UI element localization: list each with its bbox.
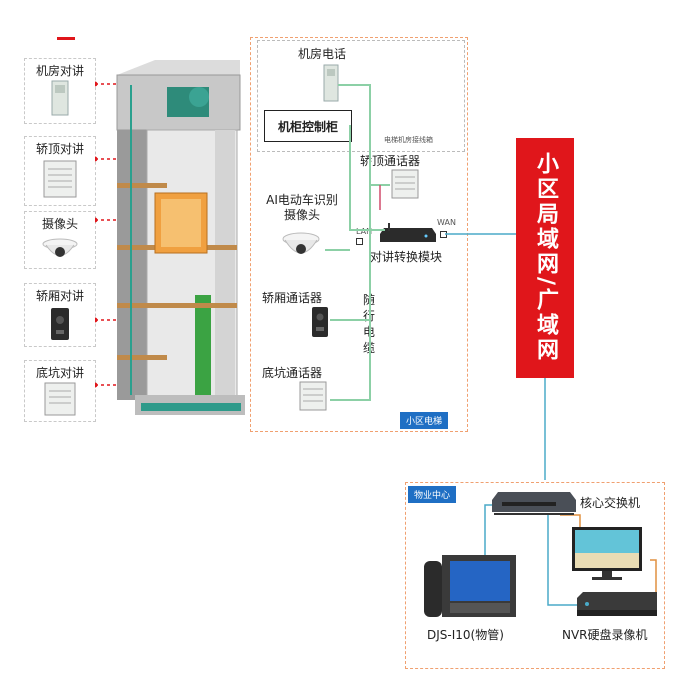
- ai-camera-icon: [282, 232, 320, 254]
- car-top-intercom-box: 轿顶对讲: [24, 136, 96, 206]
- dome-camera-icon: [42, 238, 78, 257]
- camera-label: 摄像头: [41, 217, 78, 231]
- red-mark: [57, 37, 75, 40]
- pit-intercom-box: 底坑对讲: [24, 360, 96, 422]
- community-lan-wan-label: 小区局域网/广域网: [533, 152, 558, 364]
- car-top-device-label: 轿顶通话器: [360, 154, 421, 168]
- car-top-intercom-label: 轿顶对讲: [35, 142, 84, 156]
- elevator-shaft-illustration: [95, 60, 245, 415]
- lan-port: [356, 238, 363, 245]
- converter-module-icon: [380, 223, 436, 242]
- camera-box: 摄像头: [24, 211, 96, 269]
- converter-module-label: 对讲转换模块: [370, 250, 443, 264]
- lan-label: LAN: [356, 227, 373, 236]
- ai-camera-label: AI电动车识别摄像头: [266, 193, 338, 222]
- pit-device-label: 底坑通话器: [262, 366, 323, 380]
- wan-label: WAN: [437, 218, 456, 227]
- car-intercom-box: 轿厢对讲: [24, 283, 96, 347]
- pit-intercom-label: 底坑对讲: [35, 366, 84, 380]
- intercom-unit-icon: [44, 382, 76, 416]
- machine-room-wiring-area: [257, 40, 465, 152]
- community-elevator-tag: 小区电梯: [400, 412, 449, 429]
- core-switch-icon: [492, 492, 576, 515]
- monitor-icon: [572, 527, 642, 580]
- intercom-unit-icon: [43, 160, 77, 198]
- car-device-icon: [312, 307, 328, 337]
- car-intercom-icon: [51, 308, 69, 340]
- djs-terminal-icon: [424, 555, 516, 617]
- core-switch-label: 核心交换机: [580, 496, 641, 510]
- djs-label: DJS-I10(物管): [427, 628, 504, 642]
- machine-room-phone-icon: [323, 64, 339, 102]
- pit-device-icon: [299, 381, 327, 411]
- car-top-device-icon: [391, 169, 419, 199]
- machine-room-phone-label: 机房电话: [298, 47, 347, 61]
- car-device-label: 轿厢通话器: [262, 291, 323, 305]
- nvr-label: NVR硬盘录像机: [562, 628, 648, 642]
- car-intercom-label: 轿厢对讲: [35, 289, 84, 303]
- nvr-icon: [577, 592, 657, 616]
- property-center-tag: 物业中心: [408, 486, 457, 503]
- cabinet-controller: 机柜控制柜: [264, 110, 352, 142]
- intercom-panel-icon: [51, 80, 69, 116]
- machine-room-intercom-label: 机房对讲: [35, 64, 84, 78]
- machine-room-intercom-box: 机房对讲: [24, 58, 96, 124]
- community-lan-wan-box: 小区局域网/广域网: [516, 138, 574, 378]
- machine-room-wiring-label: 电梯机房接线箱: [384, 136, 433, 144]
- property-center-region: [405, 482, 665, 669]
